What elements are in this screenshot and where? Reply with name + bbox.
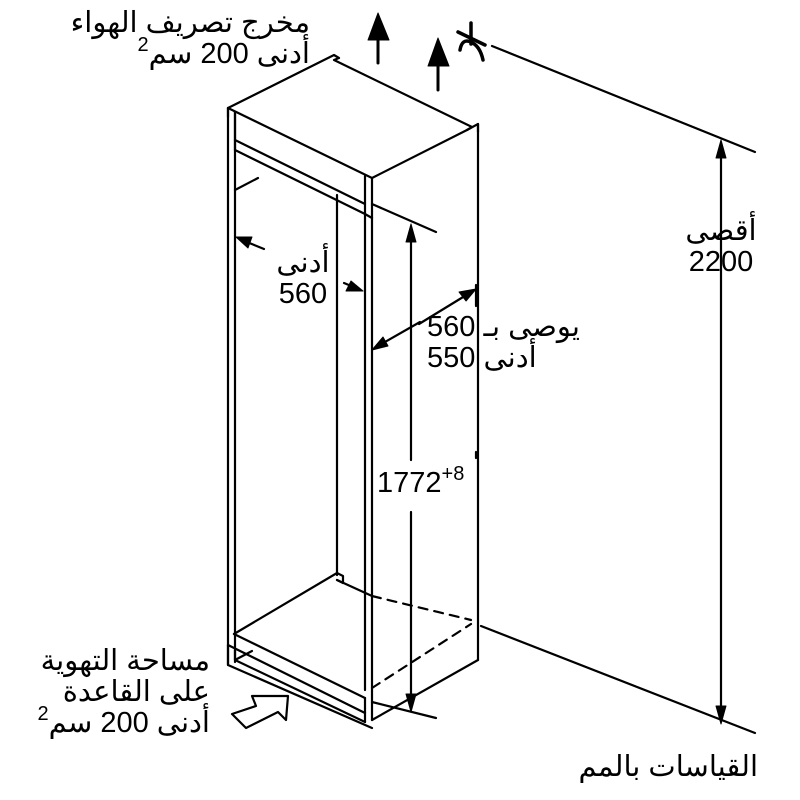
niche-width-min-text: أدنى [276, 247, 330, 279]
cabinet-right-post [363, 122, 480, 722]
base-ventilation-title: مساحة التهوية [40, 645, 210, 677]
air-outlet-min-area: أدنى 200 سم2 [137, 34, 310, 70]
air-outlet-label: مخرج تصريف الهواء أدنى 200 سم2 [71, 8, 310, 70]
cabinet-left-post [226, 106, 237, 667]
cabinet-top-frame [233, 110, 374, 220]
niche-width-dimension [235, 236, 364, 292]
ceiling-clearance-icon [456, 21, 487, 62]
niche-depth-recommended: يوصى بـ 560 [427, 311, 580, 343]
cabinet-floor [226, 571, 374, 715]
max-height-max-text: أقصى [685, 215, 757, 247]
niche-height-dimension [370, 202, 478, 720]
air-outlet-title: مخرج تصريف الهواء [70, 7, 310, 39]
max-height-label: أقصى 2200 [676, 216, 766, 278]
base-ventilation-subtitle: على القاعدة [62, 676, 210, 708]
base-ventilation-min-area: أدنى 200 سم2 [37, 703, 210, 739]
niche-height-tolerance: +8 [441, 463, 465, 485]
niche-depth-label: يوصى بـ 560 أدنى 550 [427, 312, 580, 374]
niche-depth-dimension [371, 283, 478, 351]
niche-width-label: أدنى 560 [268, 248, 338, 310]
niche-depth-min: أدنى 550 [427, 342, 537, 374]
base-ventilation-label: مساحة التهوية على القاعدة أدنى 200 سم2 [38, 646, 210, 739]
niche-width-value: 560 [278, 278, 328, 310]
airflow-inlet-arrow-icon [230, 694, 290, 730]
max-height-value: 2200 [688, 246, 754, 278]
hidden-lines [370, 594, 473, 690]
units-note: القياسات بالمم [578, 751, 758, 783]
niche-height-label: 1772+8 [377, 464, 464, 499]
max-height-dimension [479, 44, 757, 735]
arrow-up-icon [367, 12, 450, 92]
niche-height-value: 1772 [377, 467, 442, 499]
cabinet-top [226, 53, 480, 180]
cabinet-base [226, 643, 374, 730]
